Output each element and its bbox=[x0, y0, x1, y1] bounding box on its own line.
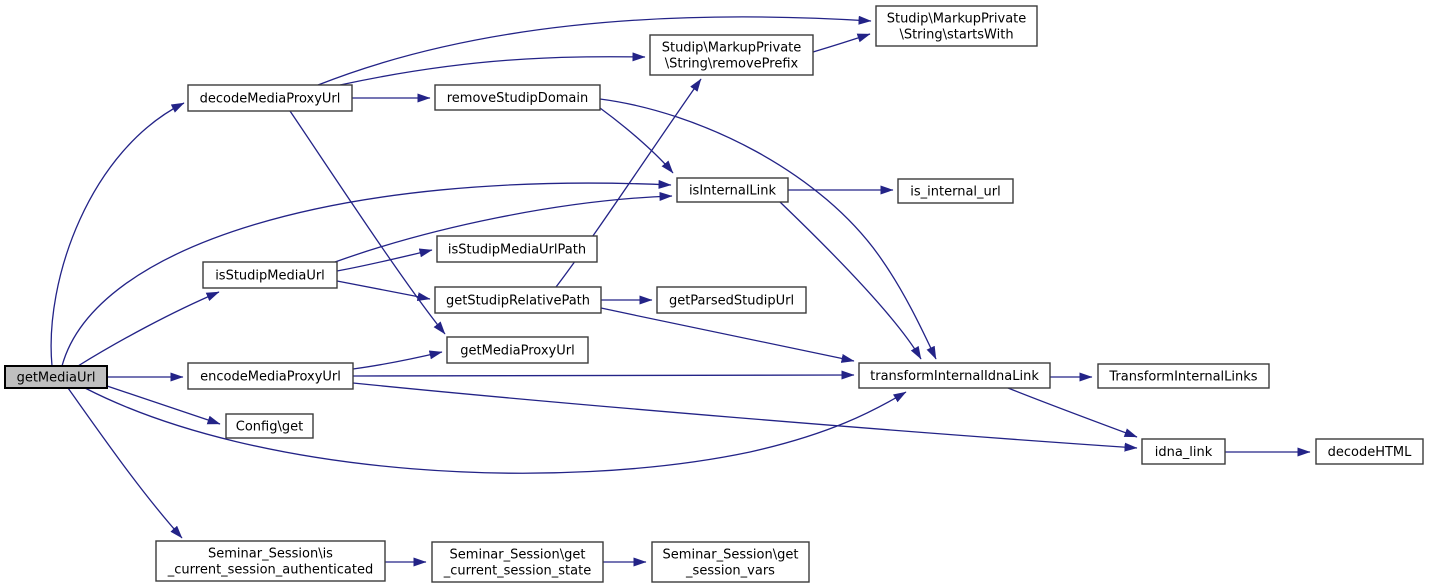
node-isStudipMediaUrlPath[interactable]: isStudipMediaUrlPath bbox=[436, 235, 598, 263]
node-label: removeStudipDomain bbox=[447, 91, 589, 106]
edge-getMediaUrl-to-Seminar_Session_is_current_session_authenticated bbox=[67, 387, 183, 539]
node-label: getMediaProxyUrl bbox=[460, 344, 574, 359]
node-startsWith[interactable]: Studip\MarkupPrivate\String\startsWith bbox=[875, 5, 1038, 47]
node-label: getStudipRelativePath bbox=[446, 294, 590, 309]
edge-encodeMediaProxyUrl-to-transformInternalIdnaLink bbox=[352, 370, 855, 380]
edge-isStudipMediaUrl-to-isStudipMediaUrlPath bbox=[336, 248, 433, 272]
node-Seminar_Session_get_session_vars[interactable]: Seminar_Session\get_session_vars bbox=[651, 541, 810, 583]
node-label: Seminar_Session\get_session_vars bbox=[663, 548, 799, 579]
node-label: is_internal_url bbox=[910, 185, 1000, 200]
node-label: Config\get bbox=[236, 420, 303, 435]
edge-removePrefix-to-startsWith bbox=[812, 33, 871, 53]
edge-getMediaUrl-to-isInternalLink bbox=[61, 179, 672, 367]
node-TransformInternalLinks[interactable]: TransformInternalLinks bbox=[1097, 363, 1270, 389]
edge-decodeMediaProxyUrl-to-getMediaProxyUrl bbox=[289, 110, 446, 335]
node-label: TransformInternalLinks bbox=[1108, 370, 1257, 385]
node-label: getMediaUrl bbox=[17, 371, 96, 386]
edge-getMediaUrl-to-transformInternalIdnaLink bbox=[84, 387, 907, 474]
node-label: idna_link bbox=[1155, 445, 1213, 460]
node-encodeMediaProxyUrl[interactable]: encodeMediaProxyUrl bbox=[187, 362, 354, 390]
node-label: decodeMediaProxyUrl bbox=[200, 92, 341, 107]
edge-isStudipMediaUrl-to-isInternalLink bbox=[334, 191, 673, 263]
node-label: Seminar_Session\is_current_session_authe… bbox=[167, 547, 373, 578]
node-Seminar_Session_get_current_session_state[interactable]: Seminar_Session\get_current_session_stat… bbox=[431, 541, 604, 583]
node-transformInternalIdnaLink[interactable]: transformInternalIdnaLink bbox=[858, 362, 1051, 389]
node-label: transformInternalIdnaLink bbox=[870, 369, 1039, 384]
node-Config_get[interactable]: Config\get bbox=[225, 413, 314, 439]
node-idna_link[interactable]: idna_link bbox=[1141, 438, 1226, 465]
node-removePrefix[interactable]: Studip\MarkupPrivate\String\removePrefix bbox=[649, 34, 814, 76]
node-getMediaUrl: getMediaUrl bbox=[4, 365, 108, 389]
node-label: Studip\MarkupPrivate\String\removePrefix bbox=[662, 41, 802, 72]
edge-isStudipMediaUrl-to-getStudipRelativePath bbox=[336, 280, 431, 302]
edge-removeStudipDomain-to-isInternalLink bbox=[599, 107, 674, 174]
node-label: getParsedStudipUrl bbox=[669, 294, 794, 309]
edge-transformInternalIdnaLink-to-idna_link bbox=[1007, 387, 1138, 438]
edge-getMediaUrl-to-Config_get bbox=[106, 385, 221, 425]
edge-getStudipRelativePath-to-transformInternalIdnaLink bbox=[600, 307, 855, 363]
node-getMediaProxyUrl[interactable]: getMediaProxyUrl bbox=[446, 336, 589, 364]
node-label: isInternalLink bbox=[689, 184, 777, 199]
edge-getStudipRelativePath-to-removePrefix bbox=[555, 78, 702, 288]
node-label: encodeMediaProxyUrl bbox=[200, 370, 341, 385]
node-label: Seminar_Session\get_current_session_stat… bbox=[443, 548, 591, 579]
node-label: isStudipMediaUrlPath bbox=[448, 243, 586, 258]
node-decodeHTML[interactable]: decodeHTML bbox=[1315, 438, 1424, 465]
edge-encodeMediaProxyUrl-to-getMediaProxyUrl bbox=[352, 350, 443, 370]
edge-encodeMediaProxyUrl-to-idna_link bbox=[352, 382, 1138, 452]
node-isStudipMediaUrl[interactable]: isStudipMediaUrl bbox=[202, 261, 338, 289]
edge-isInternalLink-to-transformInternalIdnaLink bbox=[779, 201, 922, 360]
node-is_internal_url[interactable]: is_internal_url bbox=[897, 178, 1014, 204]
edge-decodeMediaProxyUrl-to-removePrefix bbox=[339, 52, 646, 86]
node-label: isStudipMediaUrl bbox=[215, 269, 325, 284]
node-getStudipRelativePath[interactable]: getStudipRelativePath bbox=[434, 286, 602, 314]
edge-getMediaUrl-to-decodeMediaProxyUrl bbox=[50, 102, 185, 367]
node-getParsedStudipUrl[interactable]: getParsedStudipUrl bbox=[656, 286, 807, 314]
node-decodeMediaProxyUrl[interactable]: decodeMediaProxyUrl bbox=[187, 84, 353, 112]
node-removeStudipDomain[interactable]: removeStudipDomain bbox=[434, 84, 601, 111]
edge-getMediaUrl-to-isStudipMediaUrl bbox=[77, 291, 220, 367]
edge-removeStudipDomain-to-transformInternalIdnaLink bbox=[599, 98, 937, 360]
node-label: decodeHTML bbox=[1328, 445, 1413, 460]
node-label: Studip\MarkupPrivate\String\startsWith bbox=[887, 12, 1027, 43]
node-Seminar_Session_is_current_session_authenticated[interactable]: Seminar_Session\is_current_session_authe… bbox=[155, 540, 386, 582]
node-isInternalLink[interactable]: isInternalLink bbox=[676, 177, 789, 203]
edge-decodeMediaProxyUrl-to-startsWith bbox=[317, 15, 872, 86]
